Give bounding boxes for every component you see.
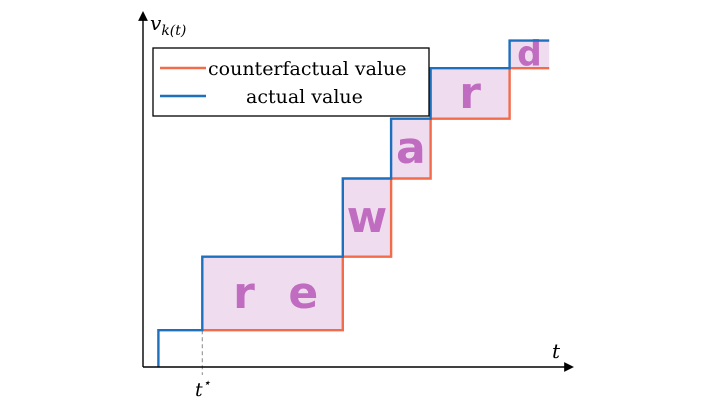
legend-label-counterfactual: counterfactual value [208,58,406,80]
y-axis-label-subscript: k(t) [161,23,186,39]
t-star-label-superscript: ⋆ [203,376,211,391]
legend-label-actual: actual value [246,86,363,108]
y-axis-label: vk(t) [150,11,186,39]
series-line-actual [157,39,550,367]
reward-letter-e: e [288,268,318,319]
series-line-counterfactual [202,66,550,332]
series-lines [157,39,550,367]
legend: counterfactual value actual value [152,47,430,117]
reward-letter-r: r [233,268,255,319]
t-star-label: t⋆ [195,376,211,401]
y-axis-label-main: v [150,11,162,35]
x-axis-label: t [552,339,561,363]
reward-letter-r: r [459,68,481,119]
reward-region-3 [430,68,510,119]
legend-box [152,47,430,117]
reward-region-2 [391,118,431,179]
reward-region-0 [202,256,343,331]
reward-region-1 [342,178,392,257]
reward-letter-a: a [396,123,426,174]
reward-region-4 [509,40,550,69]
reward-letter-w: w [347,192,388,243]
t-star-label-main: t [195,379,203,401]
reward-regions [202,40,550,331]
